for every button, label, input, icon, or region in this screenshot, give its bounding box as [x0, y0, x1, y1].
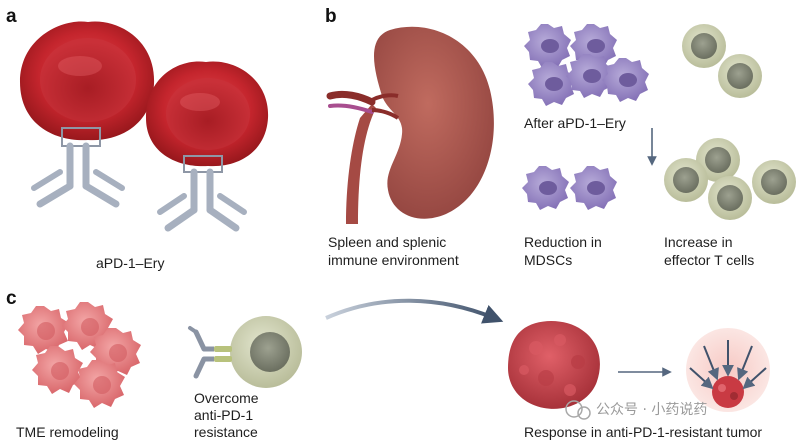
reduction-label-line2: MDSCs	[524, 252, 572, 268]
watermark-text: 公众号 · 小药说药	[596, 402, 707, 418]
reduction-label-line1: Reduction in	[524, 234, 602, 250]
red-blood-cell-left	[20, 21, 155, 141]
increase-label-line2: effector T cells	[664, 252, 754, 268]
red-blood-cell-right	[146, 61, 269, 167]
overcome-label-line3: resistance	[194, 424, 258, 440]
response-label: Response in anti-PD-1-resistant tumor	[524, 424, 762, 440]
panel-c-letter: c	[6, 288, 17, 309]
resistant-tumor	[508, 321, 600, 409]
t-cells-increased	[664, 138, 796, 220]
t-cells-top	[682, 24, 762, 98]
spleen-illustration	[326, 26, 494, 224]
antibody-right	[157, 155, 247, 232]
panel-b-letter: b	[325, 6, 337, 27]
t-cell-with-antibody	[188, 316, 302, 388]
spleen-caption-line2: immune environment	[328, 252, 459, 268]
panel-a-letter: a	[6, 6, 17, 27]
mdsc-cluster-reduced	[522, 166, 617, 210]
panel-a-caption: aPD-1–Ery	[96, 255, 164, 271]
tme-remodeling-label: TME remodeling	[16, 424, 119, 440]
after-treatment-label: After aPD-1–Ery	[524, 115, 626, 131]
increase-label-line1: Increase in	[664, 234, 732, 250]
spleen-caption-line1: Spleen and splenic	[328, 234, 446, 250]
overcome-label-line2: anti-PD-1	[194, 407, 253, 423]
antibody-left	[31, 127, 125, 208]
curved-arrow	[325, 298, 504, 324]
overcome-label-line1: Overcome	[194, 390, 259, 406]
tme-cell-cluster	[18, 302, 141, 408]
wechat-icon	[565, 400, 583, 418]
shrinking-tumor	[686, 328, 770, 412]
watermark: 公众号 · 小药说药	[565, 400, 707, 420]
mdsc-cluster-top	[524, 24, 649, 106]
